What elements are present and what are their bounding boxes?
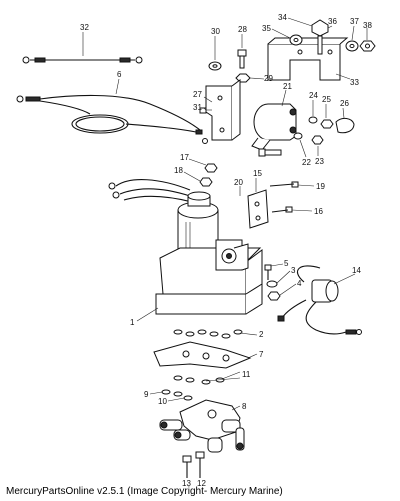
callout-31: 31	[193, 103, 202, 112]
callout-19: 19	[316, 182, 325, 191]
callout-8: 8	[242, 402, 247, 411]
callout-22: 22	[302, 158, 311, 167]
callout-18: 18	[174, 166, 183, 175]
callout-38: 38	[363, 21, 372, 30]
part-6-wire-harness	[16, 94, 208, 144]
part-16-bolt	[271, 206, 293, 213]
part-13-bolt	[182, 455, 192, 478]
callout-28: 28	[238, 25, 247, 34]
callout-6: 6	[117, 70, 122, 79]
part-25-nut	[320, 119, 334, 129]
part-19-bolt	[269, 181, 299, 188]
part-31-screw	[199, 107, 212, 114]
callout-3: 3	[291, 266, 296, 275]
callout-32: 32	[80, 23, 89, 32]
part-8-manifold	[159, 399, 245, 453]
part-28-screw	[237, 49, 247, 69]
callout-26: 26	[340, 99, 349, 108]
part-26-boot	[335, 117, 355, 134]
callout-5: 5	[284, 259, 289, 268]
callout-23: 23	[315, 157, 324, 166]
callout-2: 2	[259, 330, 264, 339]
callout-25: 25	[322, 95, 331, 104]
callout-24: 24	[309, 91, 318, 100]
part-27-bracket	[205, 79, 241, 141]
part-10-o-ring	[183, 395, 193, 401]
copyright-footer: MercuryPartsOnline v2.5.1 (Image Copyrig…	[6, 486, 283, 497]
callout-30: 30	[211, 27, 220, 36]
callout-numbers: 32 6 30 28 27 31 29 34 36 35 37 38 33 21…	[80, 13, 372, 488]
callout-17: 17	[180, 153, 189, 162]
part-35-washer	[289, 34, 303, 46]
cap-screw	[258, 148, 282, 157]
callout-34: 34	[278, 13, 287, 22]
callout-4: 4	[297, 279, 302, 288]
part-37-washer	[345, 40, 359, 52]
callout-20: 20	[234, 178, 243, 187]
part-38-nut	[359, 40, 376, 52]
callout-37: 37	[350, 17, 359, 26]
part-1-pump-assembly	[108, 179, 263, 315]
callout-13: 13	[182, 479, 191, 488]
part-7-plate	[153, 341, 252, 369]
callout-33: 33	[350, 78, 359, 87]
callout-11: 11	[242, 370, 251, 379]
callout-16: 16	[314, 207, 323, 216]
part-30-washer	[208, 61, 222, 71]
part-21-relay	[251, 103, 297, 151]
part-3-washer	[266, 280, 278, 288]
part-33-bracket	[267, 37, 349, 81]
callout-35: 35	[262, 24, 271, 33]
callout-9: 9	[144, 390, 149, 399]
callout-15: 15	[253, 169, 262, 178]
callout-10: 10	[158, 397, 167, 406]
part-5-screw	[264, 264, 272, 280]
callout-7: 7	[259, 350, 264, 359]
part-12-bolt	[195, 451, 205, 478]
part-14-switch	[277, 265, 362, 335]
part-9-o-rings	[161, 389, 183, 397]
part-2-o-rings	[173, 329, 243, 339]
part-22-washer	[293, 132, 303, 140]
part-32-cable	[22, 56, 143, 64]
part-18-nut	[199, 177, 213, 187]
callout-36: 36	[328, 17, 337, 26]
part-24-washer	[308, 116, 318, 124]
part-15-plate	[247, 189, 269, 229]
callout-29: 29	[264, 74, 273, 83]
callout-27: 27	[193, 90, 202, 99]
callout-1: 1	[130, 318, 135, 327]
part-4-nut	[267, 291, 281, 301]
part-23-nut	[311, 135, 324, 145]
callout-12: 12	[197, 479, 206, 488]
part-17-nut	[204, 163, 218, 173]
callout-14: 14	[352, 266, 361, 275]
part-36-bolt	[311, 19, 329, 55]
leader-lines	[82, 17, 368, 411]
callout-21: 21	[283, 82, 292, 91]
